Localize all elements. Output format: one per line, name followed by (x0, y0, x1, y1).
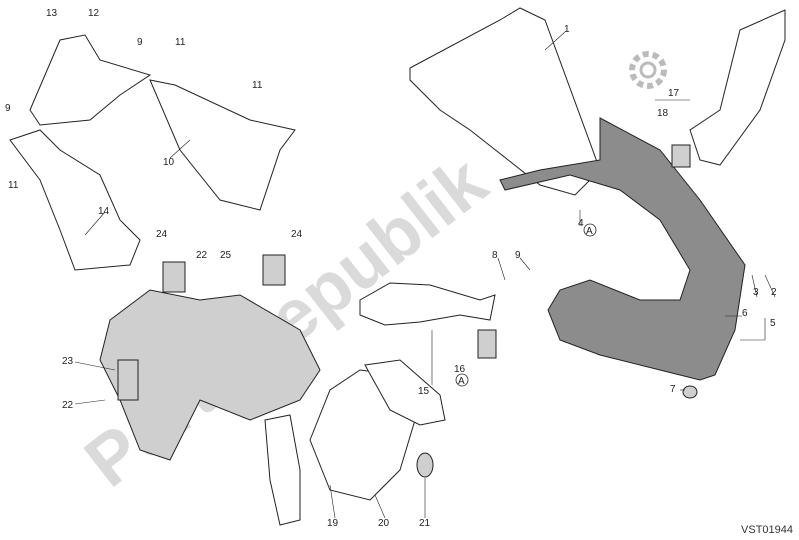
callout-12: 12 (88, 8, 100, 19)
callout-19: 19 (327, 518, 339, 529)
callout-22: 22 (196, 250, 208, 261)
callout-9: 9 (5, 103, 11, 114)
air-duct-lower (9, 129, 141, 271)
callout-16: 16 (454, 364, 466, 375)
callout-11: 11 (8, 180, 19, 191)
side-panel-19 (264, 414, 301, 526)
air-duct-upper (29, 34, 152, 126)
callout-25: 25 (220, 250, 232, 261)
callout-6: 6 (742, 308, 748, 319)
callout-18: 18 (657, 108, 669, 119)
reference-a-marker (583, 223, 597, 237)
callout-23: 23 (62, 356, 74, 367)
callout-a: A (458, 376, 465, 387)
callout-9: 9 (137, 37, 143, 48)
callout-24: 24 (156, 229, 168, 240)
windscreen (409, 7, 601, 196)
rubber-grommet-7 (682, 385, 698, 399)
callout-2: 2 (771, 287, 777, 298)
callout-11: 11 (252, 80, 263, 91)
callout-1: 1 (564, 24, 570, 35)
callout-11: 11 (175, 37, 186, 48)
callout-5: 5 (770, 318, 776, 329)
callout-15: 15 (418, 386, 430, 397)
bracket-23 (117, 359, 139, 401)
plate-24-left (162, 261, 186, 293)
reflector-21 (416, 452, 434, 478)
plate-18 (671, 144, 691, 168)
callout-labels: 1 2 3 4 5 6 7 8 9 9 9 10 11 11 11 12 13 … (5, 8, 777, 529)
reference-a-marker (455, 373, 469, 387)
front-fairing (499, 117, 746, 381)
side-panel-right (364, 359, 446, 426)
plate-24-right (262, 254, 286, 286)
callout-17: 17 (668, 88, 680, 99)
callout-10: 10 (163, 157, 175, 168)
callout-7: 7 (670, 384, 676, 395)
callout-9: 9 (515, 250, 521, 261)
leader-lines (74, 31, 776, 519)
plate-16 (477, 329, 497, 359)
callout-13: 13 (46, 8, 58, 19)
callout-3: 3 (753, 287, 759, 298)
gear-logo-icon (629, 51, 667, 89)
mirror-left (359, 282, 496, 326)
callout-24: 24 (291, 229, 303, 240)
callout-14: 14 (98, 206, 110, 217)
inner-panel (149, 79, 296, 211)
callout-22: 22 (62, 400, 74, 411)
callout-20: 20 (378, 518, 390, 529)
mirror-right (689, 9, 786, 166)
fairing-support-frame (99, 289, 321, 461)
callout-4: 4 (578, 218, 584, 229)
drawing-code: VST01944 (741, 524, 793, 536)
callout-8: 8 (492, 250, 498, 261)
callout-21: 21 (419, 518, 431, 529)
callout-a: A (586, 226, 593, 237)
